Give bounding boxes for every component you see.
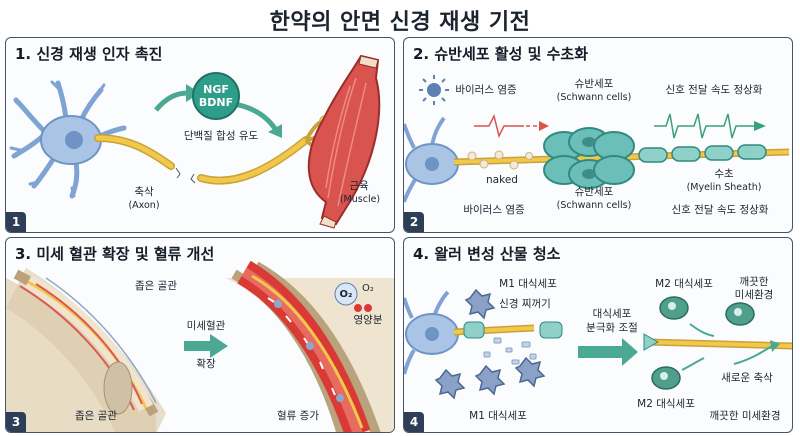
panel-wallerian-debris-clearance: 4. 왈러 변성 산물 청소 M1 대식세포 신경 찌꺼기 대식세포 분극화 조… bbox=[403, 237, 793, 433]
clean-environment-bottom-label: 깨끗한 미세환경 bbox=[709, 410, 781, 422]
ngf-bdnf-circle bbox=[192, 72, 240, 120]
panel4-illustration bbox=[404, 288, 792, 400]
m1-macrophage-top-label: M1 대식세포 bbox=[499, 278, 557, 290]
polarization-arrow-icon bbox=[578, 338, 638, 366]
nerve-debris-label: 신경 찌꺼기 bbox=[499, 298, 551, 310]
oxygen-label-b: O₂ bbox=[362, 283, 374, 294]
dilation-label: 확장 bbox=[196, 358, 216, 370]
macrophage-label: 대식세포 bbox=[592, 308, 632, 320]
m2-macrophage-icon bbox=[651, 296, 755, 390]
axon-label: 축삭 bbox=[134, 186, 154, 198]
myelin-sheath-icon bbox=[638, 144, 767, 163]
nutrients-label: 영양분 bbox=[353, 314, 383, 326]
polarization-label: 분극화 조절 bbox=[586, 322, 638, 334]
narrow-canal-top-label: 좁은 골관 bbox=[135, 280, 177, 292]
factor-bdnf-label: BDNF bbox=[198, 96, 234, 109]
m2-macrophage-top-label: M2 대식세포 bbox=[655, 278, 713, 290]
panel3-number: 3 bbox=[6, 412, 26, 432]
panel1-number: 1 bbox=[6, 212, 26, 232]
panel-nerve-regeneration-factors: 1. 신경 재생 인자 촉진 NGF BDNF 단백질 합성 유도 축삭 (Ax… bbox=[5, 37, 395, 233]
protein-synthesis-label: 단백질 합성 유도 bbox=[183, 130, 259, 142]
axon-en-label: (Axon) bbox=[128, 200, 160, 211]
panel-microvessel-dilation: 3. 미세 혈관 확장 및 혈류 개선 좁은 골관 미세혈관 확장 O₂ O₂ … bbox=[5, 237, 395, 433]
panel4-number: 4 bbox=[404, 412, 424, 432]
virus-inflammation-bottom-label: 바이러스 염증 bbox=[463, 204, 525, 216]
microvessel-label: 미세혈관 bbox=[186, 320, 226, 332]
narrow-canal-icon bbox=[6, 268, 166, 432]
dilation-arrow-icon bbox=[184, 334, 228, 358]
m1-macrophage-icon bbox=[434, 288, 546, 400]
panel1-illustration bbox=[9, 54, 381, 229]
factor-ngf-label: NGF bbox=[203, 83, 229, 96]
schwann-top-label: 슈반세포 bbox=[574, 78, 614, 90]
schwann-cells-icon bbox=[543, 127, 635, 189]
panel3-illustration bbox=[6, 260, 394, 432]
page-title: 한약의 안면 신경 재생 기전 bbox=[269, 10, 531, 35]
myelin-en-label: (Myelin Sheath) bbox=[686, 182, 762, 193]
new-axon-label: 새로운 축삭 bbox=[721, 372, 773, 384]
panel4-title: 4. 왈러 변성 산물 청소 bbox=[413, 245, 561, 263]
m2-macrophage-bottom-label: M2 대식세포 bbox=[637, 398, 695, 410]
neuron-cell-icon bbox=[9, 80, 127, 199]
panel2-number: 2 bbox=[404, 212, 424, 232]
clean-environment-top-label: 깨끗한 bbox=[739, 276, 769, 288]
narrow-canal-bottom-label: 좁은 골관 bbox=[75, 410, 117, 422]
oxygen-label-a: O₂ bbox=[339, 289, 353, 300]
schwann-bottom-en-label: (Schwann cells) bbox=[556, 200, 632, 211]
signal-speed-bottom-label: 신호 전달 속도 정상화 bbox=[671, 204, 769, 216]
neuron-cell-icon bbox=[404, 116, 459, 203]
m1-macrophage-bottom-label: M1 대식세포 bbox=[469, 410, 527, 422]
virus-inflammation-top-label: 바이러스 염증 bbox=[455, 84, 517, 96]
neuron-cell-icon bbox=[404, 290, 459, 375]
virus-icon bbox=[419, 75, 449, 105]
panel2-illustration bbox=[404, 75, 790, 203]
signal-speed-top-label: 신호 전달 속도 정상화 bbox=[665, 84, 763, 96]
panel2-title: 2. 슈반세포 활성 및 수초화 bbox=[413, 45, 589, 63]
schwann-bottom-label: 슈반세포 bbox=[574, 186, 614, 198]
blood-flow-label: 혈류 증가 bbox=[277, 410, 319, 422]
panel3-title: 3. 미세 혈관 확장 및 혈류 개선 bbox=[15, 245, 215, 263]
naked-axon-label: naked bbox=[486, 174, 518, 186]
myelin-label: 수초 bbox=[714, 168, 734, 180]
panel1-title: 1. 신경 재생 인자 촉진 bbox=[15, 45, 163, 63]
schwann-top-en-label: (Schwann cells) bbox=[556, 92, 632, 103]
oxygen-bubble-icon bbox=[334, 282, 358, 306]
muscle-en-label: (Muscle) bbox=[339, 194, 381, 205]
clean-environment-top-label-2: 미세환경 bbox=[734, 289, 774, 301]
muscle-label: 근육 bbox=[349, 180, 369, 192]
panel-schwann-myelination: 2. 슈반세포 활성 및 수초화 바이러스 염증 슈반세포 (Schwann c… bbox=[403, 37, 793, 233]
dilated-vessel-icon bbox=[226, 260, 394, 432]
muscle-icon bbox=[307, 54, 381, 229]
